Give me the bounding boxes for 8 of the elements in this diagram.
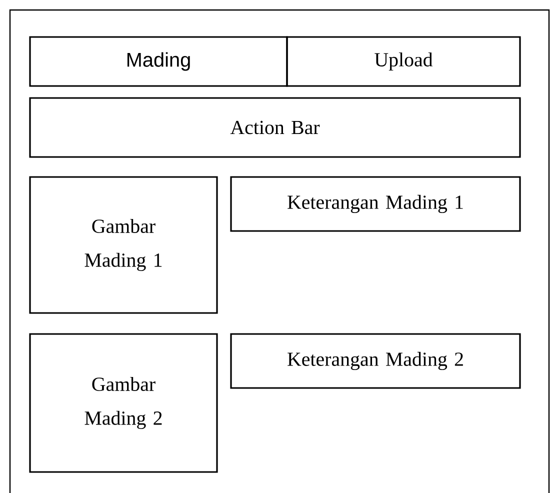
screen-frame bbox=[9, 9, 550, 493]
action-bar: Action Bar bbox=[29, 97, 521, 158]
tab-box: Upload bbox=[286, 36, 521, 87]
image-box: Gambar Mading 1 bbox=[29, 176, 218, 314]
description-box: Keterangan Mading 1 bbox=[230, 176, 521, 232]
description-box: Keterangan Mading 2 bbox=[230, 333, 521, 389]
tab-box: Mading bbox=[29, 36, 288, 87]
image-box: Gambar Mading 2 bbox=[29, 333, 218, 473]
